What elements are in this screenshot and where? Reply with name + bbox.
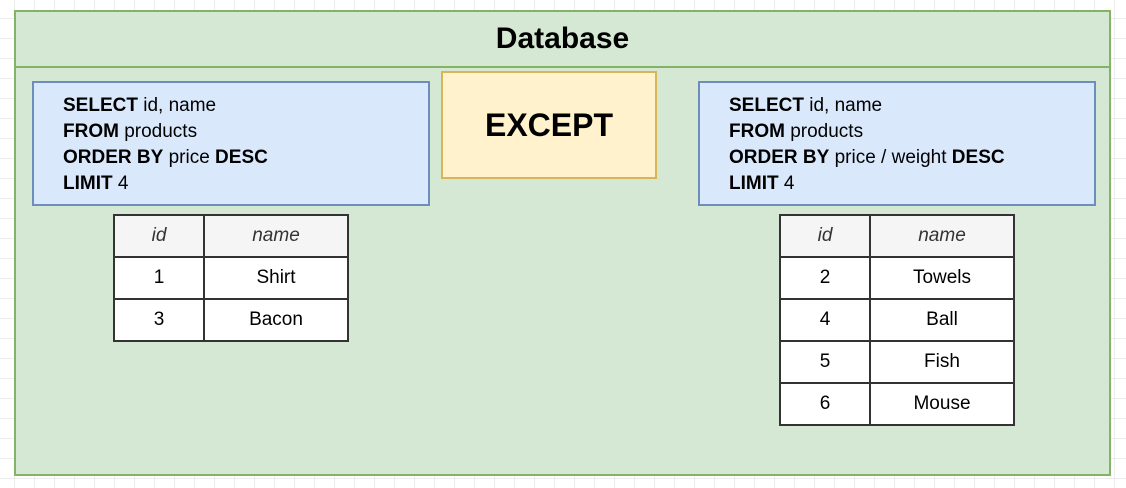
table-row: 5 Fish	[779, 340, 1015, 384]
column-header-name: name	[203, 214, 349, 258]
column-header-id: id	[113, 214, 205, 258]
sql-keyword: SELECT	[63, 95, 138, 116]
cell-name: Bacon	[203, 298, 349, 342]
cell-id: 6	[779, 382, 871, 426]
column-header-name: name	[869, 214, 1015, 258]
table-row: 1 Shirt	[113, 256, 349, 300]
sql-text: products	[118, 121, 198, 142]
cell-id: 3	[113, 298, 205, 342]
table-row: 6 Mouse	[779, 382, 1015, 426]
query-line: FROM products	[63, 119, 428, 145]
sql-text: products	[784, 121, 864, 142]
cell-id: 2	[779, 256, 871, 300]
sql-keyword: LIMIT	[63, 173, 113, 194]
left-query-box: SELECT id, name FROM products ORDER BY p…	[32, 81, 430, 206]
cell-name: Mouse	[869, 382, 1015, 426]
cell-name: Ball	[869, 298, 1015, 342]
cell-id: 4	[779, 298, 871, 342]
sql-keyword: FROM	[729, 121, 785, 142]
sql-text: price / weight	[829, 147, 952, 168]
sql-keyword: ORDER BY	[729, 147, 830, 168]
table-row: 4 Ball	[779, 298, 1015, 342]
cell-id: 5	[779, 340, 871, 384]
cell-name: Fish	[869, 340, 1015, 384]
sql-keyword: DESC	[951, 147, 1005, 168]
right-query-box: SELECT id, name FROM products ORDER BY p…	[698, 81, 1096, 206]
query-line: SELECT id, name	[729, 93, 1094, 119]
sql-text: 4	[112, 173, 129, 194]
query-line: ORDER BY price DESC	[63, 145, 428, 171]
database-title: Database	[16, 12, 1109, 68]
sql-text: price	[163, 147, 216, 168]
except-operator: EXCEPT	[441, 71, 657, 179]
query-line: LIMIT 4	[63, 171, 428, 197]
left-result-table: id name 1 Shirt 3 Bacon	[113, 214, 349, 342]
table-row: 2 Towels	[779, 256, 1015, 300]
sql-keyword: LIMIT	[729, 173, 779, 194]
sql-text: 4	[778, 173, 795, 194]
query-line: FROM products	[729, 119, 1094, 145]
cell-name: Shirt	[203, 256, 349, 300]
sql-keyword: SELECT	[729, 95, 804, 116]
right-result-table: id name 2 Towels 4 Ball 5 Fish 6 Mouse	[779, 214, 1015, 426]
table-header-row: id name	[113, 214, 349, 258]
column-header-id: id	[779, 214, 871, 258]
query-line: ORDER BY price / weight DESC	[729, 145, 1094, 171]
table-header-row: id name	[779, 214, 1015, 258]
table-row: 3 Bacon	[113, 298, 349, 342]
query-line: SELECT id, name	[63, 93, 428, 119]
sql-text: id, name	[803, 95, 883, 116]
cell-id: 1	[113, 256, 205, 300]
cell-name: Towels	[869, 256, 1015, 300]
sql-keyword: ORDER BY	[63, 147, 164, 168]
query-line: LIMIT 4	[729, 171, 1094, 197]
sql-text: id, name	[137, 95, 217, 116]
sql-keyword: FROM	[63, 121, 119, 142]
sql-keyword: DESC	[215, 147, 268, 168]
